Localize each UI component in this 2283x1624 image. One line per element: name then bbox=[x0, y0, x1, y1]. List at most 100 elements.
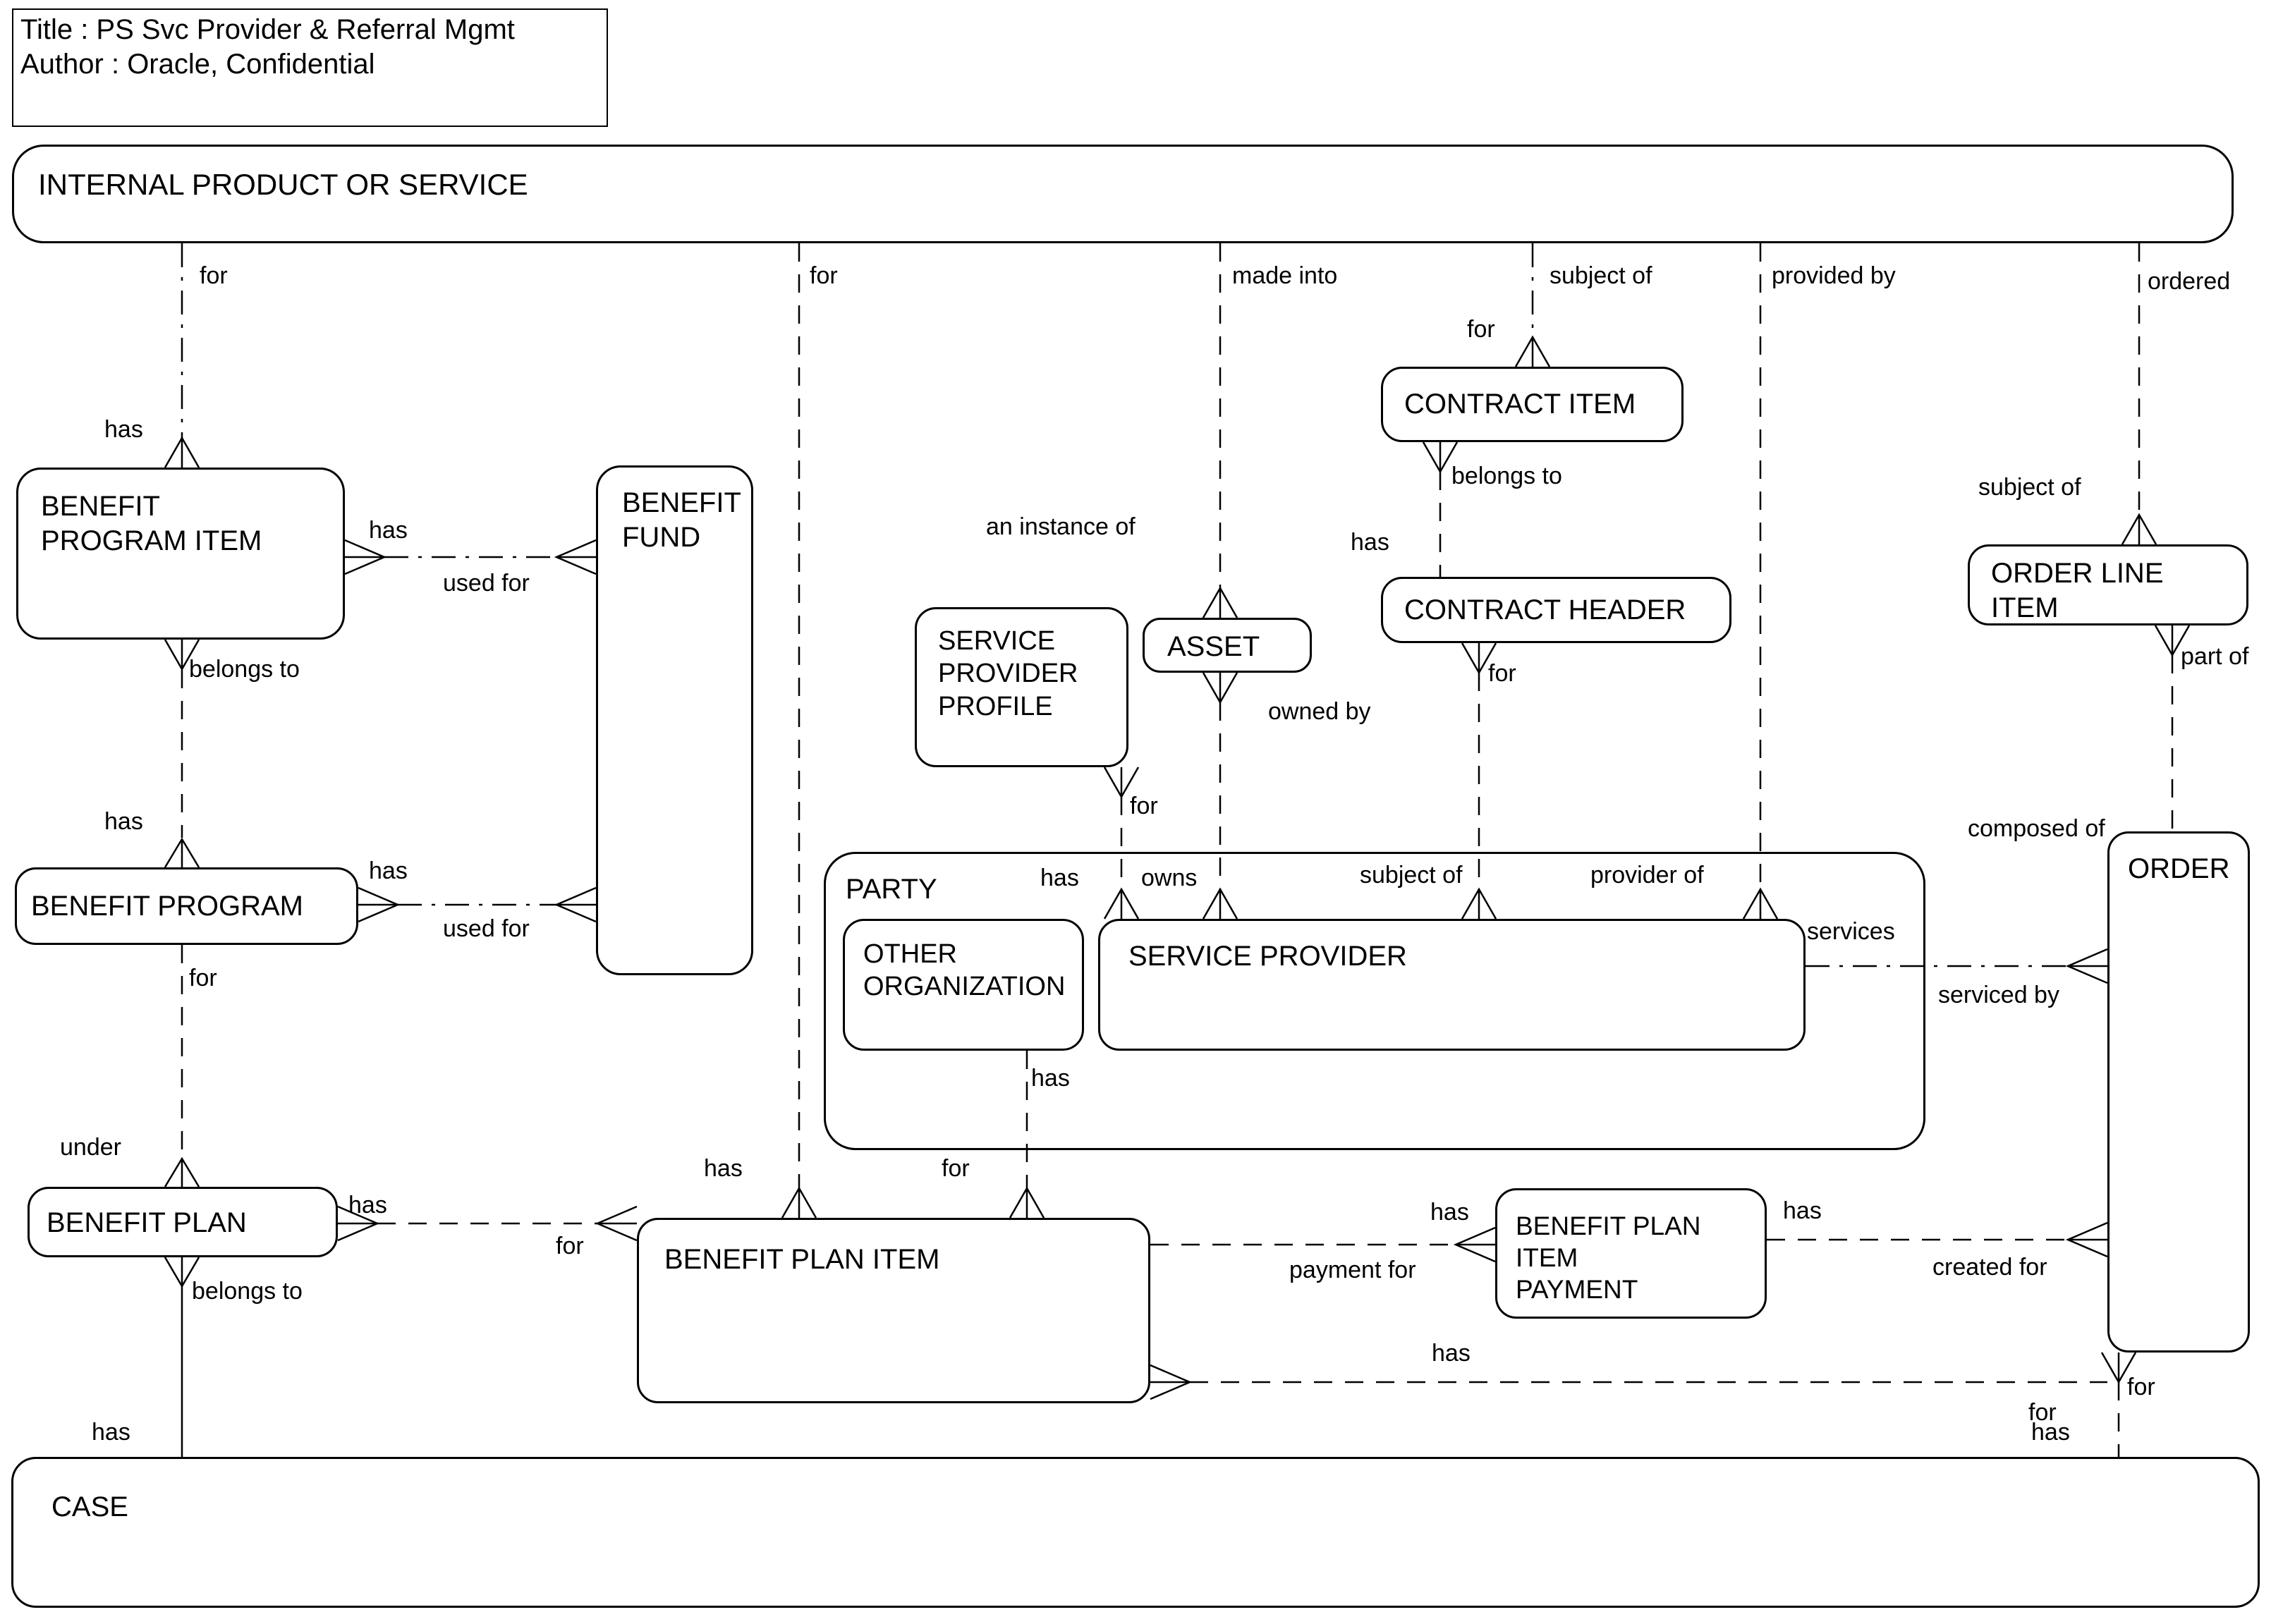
crow-foot bbox=[1202, 586, 1238, 618]
entity-label: BENEFIT bbox=[41, 491, 160, 522]
rel-label: belongs to bbox=[1451, 463, 1562, 489]
entity-label: ORGANIZATION bbox=[863, 972, 1066, 1002]
rel-label: for bbox=[2127, 1374, 2155, 1400]
entity-label: SERVICE PROVIDER bbox=[1128, 941, 1407, 972]
rel-label: has bbox=[704, 1155, 743, 1182]
entity-label: CONTRACT ITEM bbox=[1404, 389, 1636, 420]
rel-label: under bbox=[60, 1134, 121, 1161]
rel-label: ordered bbox=[2148, 268, 2231, 295]
rel-label: for bbox=[1130, 793, 1158, 819]
rel-label: created for bbox=[1932, 1254, 2047, 1281]
entity-service-provider-profile: SERVICE PROVIDER PROFILE bbox=[915, 607, 1128, 767]
title-block: Title : PS Svc Provider & Referral Mgmt … bbox=[12, 8, 608, 127]
entity-label: ITEM bbox=[1991, 592, 2059, 623]
crow-foot bbox=[1202, 672, 1238, 704]
entity-contract-item: CONTRACT ITEM bbox=[1381, 367, 1684, 442]
rel-label: used for bbox=[443, 570, 530, 597]
crow-foot bbox=[2065, 1221, 2108, 1258]
rel-label: made into bbox=[1232, 262, 1338, 289]
crow-foot bbox=[554, 886, 597, 923]
crow-foot bbox=[2065, 948, 2108, 984]
rel-label: an instance of bbox=[986, 513, 1136, 540]
crow-foot bbox=[595, 1205, 638, 1242]
entity-asset: ASSET bbox=[1143, 618, 1312, 673]
entity-label: CONTRACT HEADER bbox=[1404, 594, 1686, 625]
rel-label: has bbox=[1430, 1199, 1469, 1226]
rel-label: payment for bbox=[1289, 1257, 1416, 1283]
entity-label: FUND bbox=[622, 521, 701, 553]
entity-label: BENEFIT PLAN ITEM bbox=[664, 1244, 940, 1275]
entity-benefit-plan-item: BENEFIT PLAN ITEM bbox=[637, 1218, 1150, 1403]
entity-party: PARTY bbox=[824, 852, 1925, 1150]
crow-foot bbox=[1150, 1364, 1193, 1400]
rel-label: for bbox=[200, 262, 228, 289]
entity-contract-header: CONTRACT HEADER bbox=[1381, 577, 1731, 643]
rel-label: has bbox=[1031, 1065, 1070, 1092]
crow-foot bbox=[358, 886, 401, 923]
crow-foot bbox=[164, 837, 200, 868]
entity-benefit-fund: BENEFIT FUND bbox=[596, 465, 753, 975]
rel-label: for bbox=[942, 1155, 970, 1182]
rel-label: for bbox=[556, 1233, 584, 1259]
rel-label: provider of bbox=[1590, 862, 1704, 889]
rel-label: has bbox=[369, 857, 408, 884]
rel-label: owned by bbox=[1268, 698, 1371, 725]
rel-label: for bbox=[2028, 1399, 2057, 1426]
rel-label: subject of bbox=[1978, 474, 2081, 501]
entity-label: PARTY bbox=[846, 874, 937, 905]
crow-foot bbox=[781, 1186, 817, 1219]
rel-label: provided by bbox=[1772, 262, 1896, 289]
entity-service-provider: SERVICE PROVIDER bbox=[1098, 919, 1806, 1051]
rel-label: services bbox=[1807, 918, 1895, 945]
rel-label: for bbox=[1467, 316, 1495, 343]
entity-label: BENEFIT PLAN bbox=[47, 1207, 247, 1238]
crow-foot bbox=[1453, 1226, 1496, 1263]
entity-label: PROVIDER bbox=[938, 659, 1078, 689]
rel-label: for bbox=[189, 965, 217, 991]
rel-label: owns bbox=[1141, 865, 1198, 891]
crow-foot bbox=[1009, 1186, 1045, 1219]
rel-label: has bbox=[369, 517, 408, 544]
entity-case: CASE bbox=[11, 1457, 2260, 1608]
rel-label: for bbox=[1488, 660, 1516, 687]
entity-benefit-program: BENEFIT PROGRAM bbox=[15, 867, 358, 945]
crow-foot bbox=[164, 436, 200, 468]
rel-label: part of bbox=[2181, 643, 2249, 670]
rel-label: for bbox=[810, 262, 838, 289]
rel-label: belongs to bbox=[192, 1278, 303, 1305]
entity-label: BENEFIT PROGRAM bbox=[31, 891, 303, 922]
rel-label: has bbox=[104, 416, 143, 443]
entity-label: BENEFIT PLAN ITEM bbox=[1516, 1211, 1701, 1273]
entity-label: OTHER bbox=[863, 939, 957, 969]
crow-foot bbox=[2121, 513, 2157, 545]
entity-benefit-plan: BENEFIT PLAN bbox=[28, 1187, 338, 1257]
entity-benefit-plan-item-payment: BENEFIT PLAN ITEM PAYMENT bbox=[1495, 1188, 1767, 1319]
entity-label: ASSET bbox=[1167, 631, 1260, 662]
crow-foot bbox=[344, 539, 387, 575]
rel-label: composed of bbox=[1968, 815, 2105, 842]
crow-foot bbox=[164, 1156, 200, 1188]
diagram-author: Author : Oracle, Confidential bbox=[20, 48, 375, 80]
rel-label: belongs to bbox=[189, 656, 300, 683]
rel-label: has bbox=[1040, 865, 1079, 891]
rel-label: has bbox=[1432, 1340, 1471, 1367]
entity-order-line-item: ORDER LINE ITEM bbox=[1968, 544, 2248, 625]
entity-internal-product-or-service: INTERNAL PRODUCT OR SERVICE bbox=[12, 145, 2234, 243]
rel-label: serviced by bbox=[1938, 982, 2059, 1008]
entity-benefit-program-item: BENEFIT PROGRAM ITEM bbox=[16, 468, 345, 640]
entity-label: BENEFIT bbox=[622, 487, 741, 518]
crow-foot bbox=[554, 539, 597, 575]
rel-label: has bbox=[92, 1419, 130, 1446]
entity-label: SERVICE bbox=[938, 626, 1056, 656]
entity-label: PAYMENT bbox=[1516, 1275, 1638, 1305]
entity-other-organization: OTHER ORGANIZATION bbox=[843, 919, 1084, 1051]
entity-label: ORDER bbox=[2128, 853, 2230, 884]
entity-label: CASE bbox=[51, 1491, 128, 1522]
entity-label: PROGRAM ITEM bbox=[41, 525, 262, 556]
rel-label: subject of bbox=[1360, 862, 1463, 889]
rel-label: subject of bbox=[1550, 262, 1652, 289]
entity-order: ORDER bbox=[2107, 831, 2250, 1353]
rel-label: has bbox=[2031, 1419, 2070, 1446]
diagram-title: Title : PS Svc Provider & Referral Mgmt bbox=[20, 14, 515, 45]
